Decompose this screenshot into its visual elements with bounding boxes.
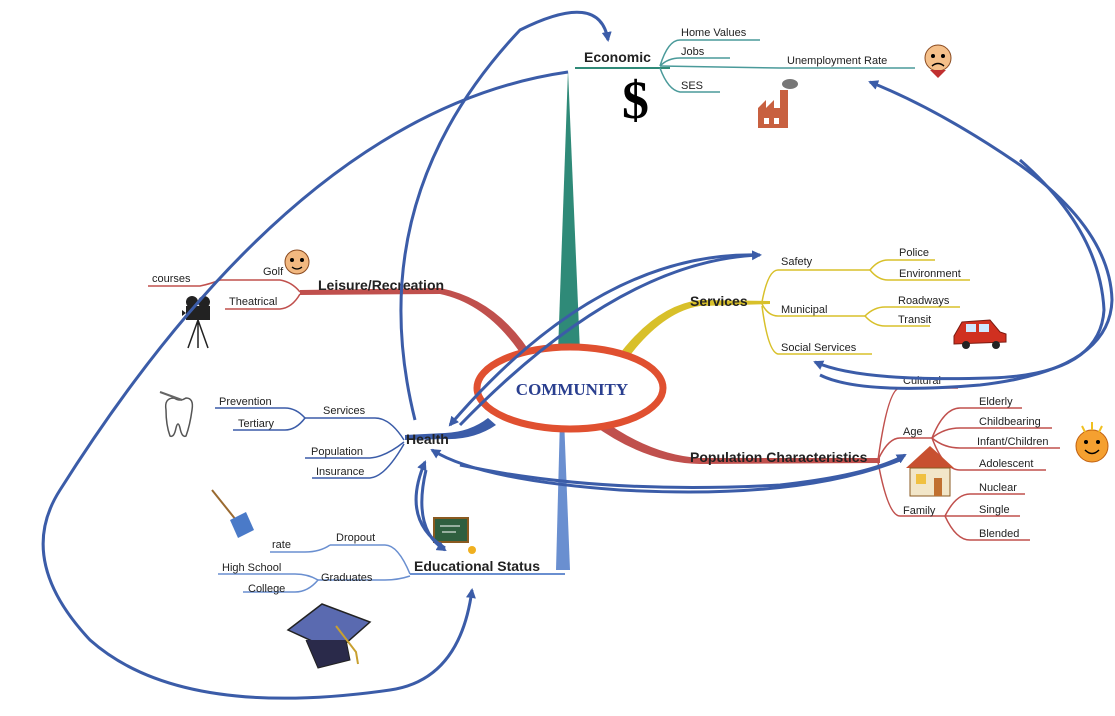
arrow-health-education <box>420 469 447 552</box>
arrow-health-population <box>459 453 907 489</box>
population-title: Population Characteristics <box>690 449 868 465</box>
health-population-label: Population <box>311 446 363 458</box>
services-group: Services Safety Police Environment Munic… <box>690 247 1007 355</box>
population-age-label: Age <box>903 426 923 438</box>
economic-item-home-values: Home Values <box>681 27 747 39</box>
population-item-childbearing: Childbearing <box>979 416 1041 428</box>
relationship-arrows <box>41 10 1114 700</box>
leisure-item-courses: courses <box>152 273 191 285</box>
services-item-police: Police <box>899 247 929 259</box>
economic-item-unemployment: Unemployment Rate <box>787 55 887 67</box>
population-branch <box>592 418 880 464</box>
services-item-environment: Environment <box>899 268 961 280</box>
leisure-title: Leisure/Recreation <box>318 277 444 293</box>
economic-item-ses: SES <box>681 80 703 92</box>
chalkboard-icon <box>433 517 476 554</box>
services-municipal-label: Municipal <box>781 304 827 316</box>
arrow-loop-economic-education <box>41 70 569 700</box>
education-dropout-label: Dropout <box>336 532 375 544</box>
health-insurance-label: Insurance <box>316 466 364 478</box>
tooth-icon <box>159 391 194 438</box>
center-label: COMMUNITY <box>516 380 628 399</box>
happy-face-icon <box>1075 422 1109 463</box>
population-item-infant-children: Infant/Children <box>977 436 1049 448</box>
services-social-label: Social Services <box>781 342 857 354</box>
services-title: Services <box>690 293 748 309</box>
population-item-nuclear: Nuclear <box>979 482 1017 494</box>
health-item-prevention: Prevention <box>219 396 272 408</box>
education-group: Educational Status Dropout rate Graduate… <box>211 489 565 669</box>
economic-branch <box>558 70 580 352</box>
arrow-health-economic <box>399 10 612 421</box>
health-title: Health <box>406 431 449 447</box>
services-item-roadways: Roadways <box>898 295 950 307</box>
population-family-label: Family <box>903 505 936 517</box>
graduation-cap-icon <box>286 603 372 669</box>
leisure-group: Leisure/Recreation Golf courses Theatric… <box>148 249 444 349</box>
education-item-high-school: High School <box>222 562 281 574</box>
education-branch <box>556 418 570 570</box>
health-group: Health Services Prevention Tertiary Popu… <box>159 391 449 479</box>
house-icon <box>906 446 954 497</box>
economic-group: Economic Home Values Jobs Unemployment R… <box>575 27 952 130</box>
education-title: Educational Status <box>414 558 540 574</box>
services-branch <box>615 300 770 366</box>
car-icon <box>953 319 1007 349</box>
economic-item-jobs: Jobs <box>681 46 705 58</box>
center-branches <box>300 70 880 570</box>
golfer-face-icon <box>284 249 310 275</box>
arrow-social-unemployment <box>819 80 1114 390</box>
education-item-rate: rate <box>272 539 291 551</box>
sad-face-icon <box>924 44 952 78</box>
dollar-sign-icon: $ <box>622 70 649 130</box>
education-item-college: College <box>248 583 285 595</box>
factory-icon <box>758 79 798 128</box>
center-ellipse <box>473 343 667 433</box>
services-item-transit: Transit <box>898 314 931 326</box>
health-item-tertiary: Tertiary <box>238 418 275 430</box>
population-item-blended: Blended <box>979 528 1019 540</box>
health-branch <box>405 418 496 440</box>
arrow-unemployment-social <box>813 158 1106 381</box>
arrow-health-services <box>458 250 762 427</box>
population-item-adolescent: Adolescent <box>979 458 1033 470</box>
economic-title: Economic <box>584 49 651 65</box>
arrow-services-health <box>448 253 761 427</box>
services-safety-label: Safety <box>781 256 813 268</box>
broom-icon <box>211 489 254 538</box>
population-item-single: Single <box>979 504 1010 516</box>
population-group: Population Characteristics Cultural Age … <box>690 375 1109 541</box>
leisure-item-golf: Golf <box>263 266 284 278</box>
education-graduates-label: Graduates <box>321 572 373 584</box>
population-item-elderly: Elderly <box>979 396 1013 408</box>
leisure-branch <box>300 288 535 365</box>
leisure-item-theatrical: Theatrical <box>229 296 277 308</box>
health-services-label: Services <box>323 405 366 417</box>
